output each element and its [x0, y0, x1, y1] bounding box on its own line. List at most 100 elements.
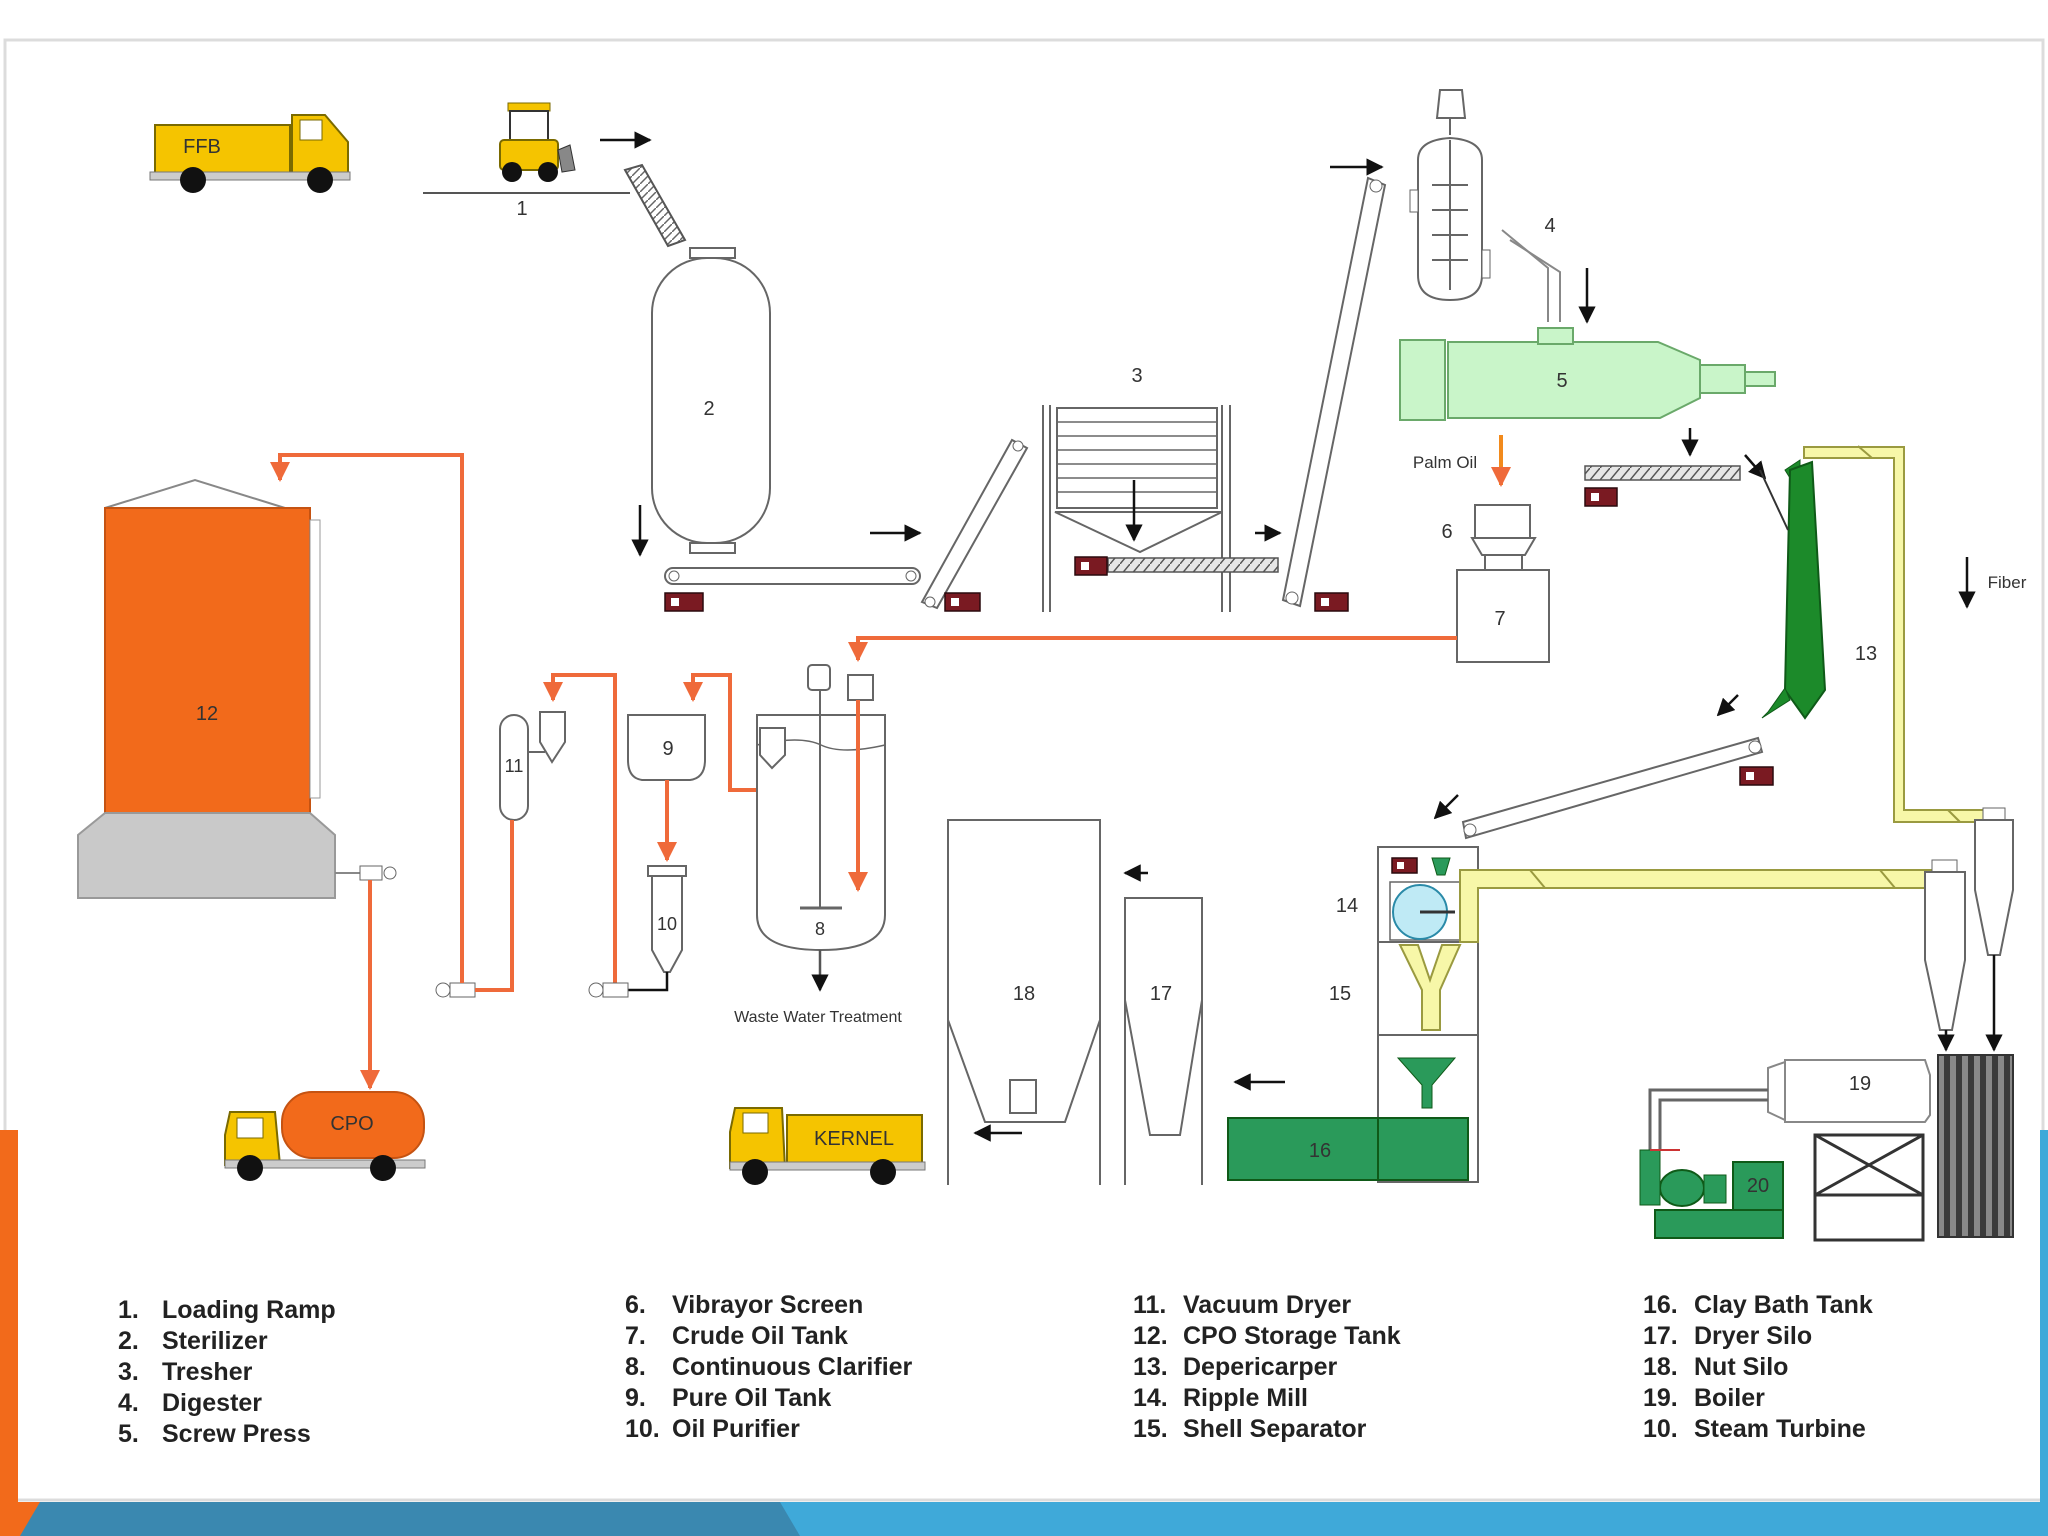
- nut-conveyor: [1461, 736, 1774, 840]
- depericarper: [1759, 459, 1827, 720]
- label-20: 20: [1747, 1175, 1769, 1197]
- legend-13-text: Depericarper: [1183, 1353, 1338, 1381]
- legend-col-1: 1. Loading Ramp 2. Sterilizer 3. Tresher…: [118, 1296, 336, 1448]
- label-10: 10: [657, 914, 677, 934]
- diagram-frame: [3, 38, 2045, 1502]
- cpo-label: CPO: [330, 1113, 373, 1135]
- cpo-truck: [224, 1091, 426, 1181]
- legend-5-text: Screw Press: [162, 1420, 311, 1448]
- label-2: 2: [703, 398, 714, 420]
- legend-18-text: Nut Silo: [1694, 1353, 1788, 1381]
- legend-16-num: 16.: [1643, 1291, 1678, 1319]
- legend-10-text: Oil Purifier: [672, 1415, 800, 1443]
- legend-14-num: 14.: [1133, 1384, 1168, 1412]
- continuous-clarifier: [756, 664, 886, 992]
- oil-purifier: [628, 865, 687, 992]
- legend-1-text: Loading Ramp: [162, 1296, 336, 1324]
- steam-turbine: [1639, 1149, 1784, 1239]
- label-1: 1: [516, 198, 527, 220]
- clay-bath-tank: [1227, 1117, 1469, 1181]
- shell-duct: [1459, 869, 1933, 943]
- legend-10-num: 10.: [625, 1415, 660, 1443]
- pure-oil-tank: [627, 714, 706, 781]
- boiler-furnace: [1937, 1054, 2014, 1238]
- label-15: 15: [1329, 983, 1351, 1005]
- legend-5-num: 5.: [118, 1420, 139, 1448]
- kernel-truck: [729, 1107, 926, 1185]
- legend-9-text: Pure Oil Tank: [672, 1384, 831, 1412]
- label-11: 11: [505, 756, 524, 776]
- nut-silo: [947, 819, 1101, 1185]
- sterilizer: [651, 247, 771, 554]
- kernel-label: KERNEL: [814, 1128, 894, 1150]
- purifier-pump: [588, 982, 629, 998]
- legend-col-4: 16. Clay Bath Tank 17. Dryer Silo 18. Nu…: [1643, 1291, 1873, 1443]
- legend-19-text: Boiler: [1694, 1384, 1765, 1412]
- legend-4-num: 4.: [118, 1389, 139, 1417]
- screw-press: [1399, 327, 1776, 421]
- label-6: 6: [1441, 521, 1452, 543]
- sterilizer-conveyor: [664, 567, 921, 612]
- ripple-mill: [1389, 881, 1461, 941]
- tresher: [1042, 405, 1279, 612]
- cpo-pump: [435, 982, 476, 998]
- legend-4-text: Digester: [162, 1389, 262, 1417]
- inclined-conveyor-1: [920, 438, 1029, 612]
- separator-y-chute: [1398, 944, 1462, 1031]
- legend-18-num: 18.: [1643, 1353, 1678, 1381]
- label-9: 9: [662, 738, 673, 760]
- label-8: 8: [815, 919, 825, 939]
- legend-8-text: Continuous Clarifier: [672, 1353, 913, 1381]
- clay-bath-funnel: [1396, 1057, 1457, 1109]
- footer-band: [0, 1130, 2048, 1536]
- legend-14-text: Ripple Mill: [1183, 1384, 1308, 1412]
- label-18: 18: [1013, 983, 1035, 1005]
- legend-3-text: Tresher: [162, 1358, 253, 1386]
- label-7: 7: [1494, 608, 1505, 630]
- legend-19-num: 19.: [1643, 1384, 1678, 1412]
- legend-20-text: Steam Turbine: [1694, 1415, 1866, 1443]
- legend-7-num: 7.: [625, 1322, 646, 1350]
- press-screw-conveyor: [1584, 465, 1741, 481]
- loading-ramp-chute: [623, 163, 687, 248]
- legend-11-num: 11.: [1133, 1291, 1166, 1319]
- label-14: 14: [1336, 895, 1358, 917]
- legend-6-text: Vibrayor Screen: [672, 1291, 863, 1319]
- crude-oil-tank: [1456, 569, 1550, 663]
- inclined-conveyor-2: [1281, 176, 1387, 612]
- ffb-truck: [149, 114, 351, 193]
- legend-7-text: Crude Oil Tank: [672, 1322, 848, 1350]
- waste-water-label: Waste Water Treatment: [734, 1009, 902, 1026]
- legend-11-text: Vacuum Dryer: [1183, 1291, 1351, 1319]
- cpo-storage-tank: [77, 478, 336, 899]
- fiber-label: Fiber: [1988, 573, 2027, 592]
- legend-17-num: 17.: [1643, 1322, 1678, 1350]
- legend-2-text: Sterilizer: [162, 1327, 268, 1355]
- legend-2-num: 2.: [118, 1327, 139, 1355]
- cpo-valve: [335, 865, 397, 881]
- legend-6-num: 6.: [625, 1291, 646, 1319]
- ffb-label: FFB: [183, 136, 221, 158]
- label-19: 19: [1849, 1073, 1871, 1095]
- label-16: 16: [1309, 1140, 1331, 1162]
- digester: [1409, 89, 1561, 322]
- legend-8-num: 8.: [625, 1353, 646, 1381]
- vibrating-screen: [1470, 504, 1537, 571]
- legend-9-num: 9.: [625, 1384, 646, 1412]
- fiber-cyclone: [1974, 807, 2014, 1052]
- fiber-duct: [1803, 446, 1987, 823]
- legend-col-3: 11. Vacuum Dryer 12. CPO Storage Tank 13…: [1133, 1291, 1401, 1443]
- palm-oil-label: Palm Oil: [1413, 453, 1477, 472]
- legend-12-text: CPO Storage Tank: [1183, 1322, 1401, 1350]
- label-13: 13: [1855, 643, 1877, 665]
- label-4: 4: [1544, 215, 1555, 237]
- legend-15-text: Shell Separator: [1183, 1415, 1367, 1443]
- legend-13-num: 13.: [1133, 1353, 1168, 1381]
- legend-17-text: Dryer Silo: [1694, 1322, 1812, 1350]
- label-5: 5: [1556, 370, 1567, 392]
- legend-20-num: 10.: [1643, 1415, 1678, 1443]
- legend-12-num: 12.: [1133, 1322, 1168, 1350]
- shell-cyclone: [1924, 859, 1966, 1052]
- dryer-silo: [1124, 897, 1203, 1185]
- legend-3-num: 3.: [118, 1358, 139, 1386]
